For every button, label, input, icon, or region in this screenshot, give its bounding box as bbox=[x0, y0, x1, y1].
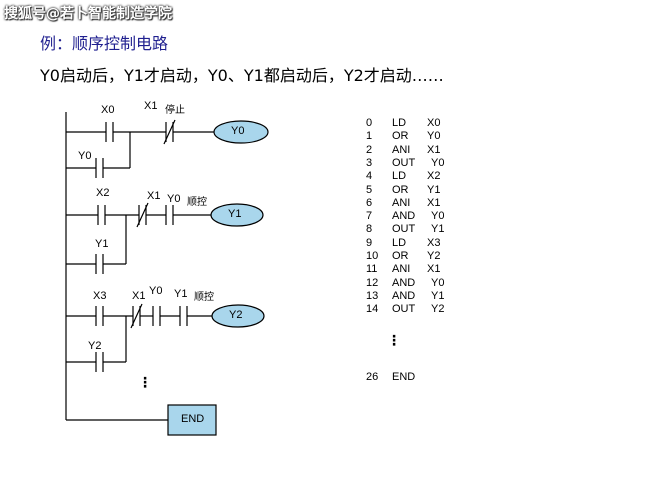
program-step: 7 bbox=[366, 210, 373, 222]
program-step: 8 bbox=[366, 223, 373, 235]
program-step: 26 bbox=[366, 371, 379, 383]
program-op: LD bbox=[392, 170, 407, 182]
coil-label-y1: Y1 bbox=[228, 208, 242, 220]
ladder-ellipsis: ⋮ bbox=[138, 375, 152, 391]
coil-label-y0: Y0 bbox=[231, 125, 245, 137]
program-arg: X1 bbox=[427, 197, 441, 209]
program-op: OUT bbox=[392, 223, 416, 235]
contact-label-x1: X1 bbox=[144, 100, 158, 112]
contact-label-y0: Y0 bbox=[78, 150, 92, 162]
program-op: OR bbox=[392, 130, 409, 142]
end-box bbox=[167, 404, 217, 436]
program-step: 9 bbox=[366, 237, 373, 249]
program-op: LD bbox=[392, 117, 407, 129]
program-step: 11 bbox=[366, 263, 378, 275]
contact-label-x2: X2 bbox=[96, 187, 110, 199]
program-step: 2 bbox=[366, 144, 373, 156]
rung-2 bbox=[66, 202, 211, 274]
coil-y0 bbox=[213, 120, 269, 144]
contact-label-y0: Y0 bbox=[149, 285, 163, 297]
program-step: 6 bbox=[366, 197, 373, 209]
end-label: END bbox=[181, 413, 205, 425]
program-arg: Y2 bbox=[431, 303, 445, 315]
program-op: OUT bbox=[392, 157, 416, 169]
contact-label-x0: X0 bbox=[101, 104, 115, 116]
program-op: OR bbox=[392, 250, 409, 262]
watermark: 搜狐号@若卜智能制造学院 bbox=[4, 6, 172, 22]
program-arg: Y0 bbox=[431, 277, 445, 289]
program-op: ANI bbox=[392, 197, 411, 209]
program-arg: Y1 bbox=[431, 290, 445, 302]
program-step: 3 bbox=[366, 157, 373, 169]
program-op: AND bbox=[392, 277, 416, 289]
program-arg: X1 bbox=[427, 263, 441, 275]
program-step: 12 bbox=[366, 277, 379, 289]
program-op: END bbox=[392, 371, 416, 383]
rung-3 bbox=[66, 303, 212, 372]
program-step: 0 bbox=[366, 117, 373, 129]
coil-y1 bbox=[210, 203, 264, 227]
program-op: OR bbox=[392, 184, 409, 196]
program-op: AND bbox=[392, 290, 416, 302]
program-op: ANI bbox=[392, 263, 411, 275]
program-arg: Y0 bbox=[431, 210, 445, 222]
program-op: AND bbox=[392, 210, 416, 222]
note-sequence: 顺控 bbox=[194, 292, 214, 303]
rung-1 bbox=[66, 119, 214, 178]
contact-label-y2: Y2 bbox=[88, 340, 102, 352]
program-arg: Y2 bbox=[427, 250, 441, 262]
program-arg: Y1 bbox=[427, 184, 441, 196]
program-arg: Y0 bbox=[431, 157, 445, 169]
program-step: 14 bbox=[366, 303, 379, 315]
program-op: LD bbox=[392, 237, 407, 249]
program-arg: X0 bbox=[427, 117, 441, 129]
program-arg: X3 bbox=[427, 237, 441, 249]
program-op: OUT bbox=[392, 303, 416, 315]
page-subtitle: Y0启动后，Y1才启动，Y0、Y1都启动后，Y2才启动…… bbox=[40, 66, 444, 85]
contact-label-y1: Y1 bbox=[174, 288, 188, 300]
contact-label-y1: Y1 bbox=[95, 238, 109, 250]
note-sequence: 顺控 bbox=[187, 197, 207, 208]
program-arg: X1 bbox=[427, 144, 441, 156]
coil-label-y2: Y2 bbox=[229, 309, 243, 321]
program-step: 4 bbox=[366, 170, 373, 182]
contact-label-x1: X1 bbox=[147, 190, 161, 202]
program-step: 13 bbox=[366, 290, 379, 302]
coil-y2 bbox=[211, 304, 265, 328]
program-step: 5 bbox=[366, 184, 373, 196]
program-op: ANI bbox=[392, 144, 411, 156]
contact-label-x3: X3 bbox=[93, 290, 107, 302]
page-title: 例：顺序控制电路 bbox=[40, 34, 169, 53]
note-stop: 停止 bbox=[165, 105, 185, 116]
program-step: 10 bbox=[366, 250, 379, 262]
contact-label-y0: Y0 bbox=[167, 193, 181, 205]
program-arg: Y0 bbox=[427, 130, 441, 142]
program-ellipsis: ⋮ bbox=[387, 333, 401, 349]
program-arg: X2 bbox=[427, 170, 441, 182]
program-step: 1 bbox=[366, 130, 373, 142]
program-arg: Y1 bbox=[431, 223, 445, 235]
contact-label-x1: X1 bbox=[132, 290, 146, 302]
